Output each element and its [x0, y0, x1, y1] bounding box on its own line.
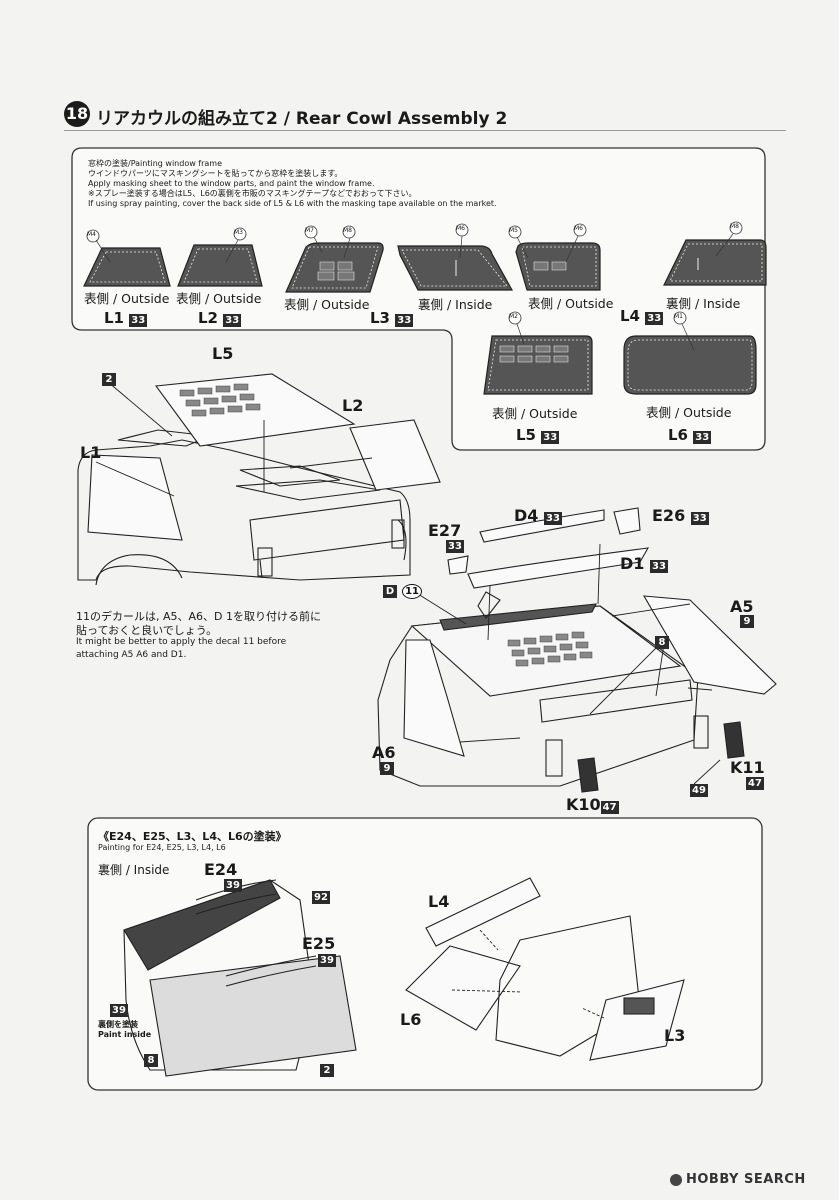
mask-m4-label: M4: [87, 231, 96, 238]
part-l1-label: L1 33: [104, 309, 148, 327]
label-part-2: 2: [102, 373, 116, 386]
l1-window-outline: [87, 454, 183, 541]
paint-panel-inside: 裏側 / Inside: [98, 863, 170, 877]
a6-spoiler-outline: [403, 639, 465, 757]
l4-window-outline: [425, 877, 541, 947]
l3-side-label: 表側 / Outside: [284, 297, 370, 312]
mask-m1-label: M1: [674, 313, 683, 320]
header-rule: [64, 130, 786, 131]
e26-part: [613, 507, 641, 535]
l2-side-label: 表側 / Outside: [176, 291, 262, 306]
paint-panel-heading: 《E24、E25、L3、L4、L6の塗装》: [98, 830, 287, 843]
mask-m8-label: M8: [343, 227, 352, 234]
a5-spoiler-outline: [642, 595, 777, 695]
part-l3-label: L3 33: [370, 309, 414, 327]
k11-lens: [723, 721, 745, 759]
label-a5: A5: [730, 597, 754, 616]
label-k11-qty: 47: [746, 777, 764, 790]
window-l6-shape: [623, 335, 757, 395]
step-title: リアカウルの組み立て2 / Rear Cowl Assembly 2: [96, 109, 508, 129]
left-tail-light-upper: [257, 547, 273, 577]
label-e25-qty: 39: [318, 954, 336, 967]
label-e27: E27: [428, 521, 462, 540]
l4-outside-label: 表側 / Outside: [528, 296, 614, 311]
decal-note-jp-2: 貼っておくと良いでしょう。: [76, 624, 218, 637]
decal-note-jp-1: 11のデカールは, A5、A6、D 1を取り付ける前に: [76, 610, 322, 623]
mask-m2-label: M2: [509, 313, 518, 320]
window-panel-jp-2: ※スプレー塗装する場合はL5、L6の裏側を市販のマスキングテープなどでおおって下…: [88, 189, 417, 198]
label-l2: L2: [342, 396, 364, 415]
mask-m3-label: M3: [234, 229, 243, 236]
part-l2-label: L2 33: [198, 309, 242, 327]
l3-inside-label: 裏側 / Inside: [418, 297, 493, 312]
decal-note-en-1: It might be better to apply the decal 11…: [76, 637, 287, 647]
step-number: 18: [64, 101, 90, 127]
label-l5: L5: [212, 344, 234, 363]
part-l4-label: L4 33: [620, 307, 664, 325]
window-panel-jp-1: ウインドウパーツにマスキングシートを貼ってから窓枠を塗装します。: [88, 169, 343, 178]
window-l1-shape: [83, 247, 171, 287]
label-a6: A6: [372, 743, 396, 762]
label-bottom-8: 8: [144, 1054, 158, 1067]
label-e26: E26 33: [652, 506, 709, 525]
label-k11: K11: [730, 758, 765, 777]
mask-m8b-label: M8: [730, 223, 739, 230]
l2-panel-outline: [349, 419, 441, 491]
label-paint-qty: 39: [110, 1004, 128, 1017]
mask-m7-label: M7: [305, 227, 314, 234]
decal-note-en-2: attaching A5 A6 and D1.: [76, 650, 187, 660]
label-e24-qty: 39: [224, 879, 242, 892]
l6-window-outline: [405, 945, 521, 1031]
label-e24: E24: [204, 860, 238, 879]
label-part-49: 49: [690, 784, 708, 797]
k10-light-outline: [545, 739, 563, 777]
label-l1: L1: [80, 443, 102, 462]
label-bottom-l4: L4: [428, 892, 450, 911]
mask-m5-label: M5: [509, 227, 518, 234]
hobby-search-logo-icon: [670, 1173, 682, 1186]
mask-m6b-label: M6: [574, 225, 583, 232]
mask-m6-label: M6: [456, 225, 465, 232]
lower-body-outline: [377, 605, 699, 787]
upper-body-outline: [77, 439, 411, 581]
hobby-search-watermark: HOBBY SEARCH: [670, 1172, 806, 1187]
window-l2-shape: [177, 244, 263, 287]
l4-inside-label: 裏側 / Inside: [666, 296, 741, 311]
l3-window-outline: [589, 979, 685, 1061]
paint-panel-subheading: Painting for E24, E25, L3, L4, L6: [98, 843, 226, 852]
part-l6-label: L6 33: [668, 426, 712, 444]
label-paint-en: Paint inside: [98, 1030, 152, 1039]
label-decal: D 11: [383, 579, 423, 599]
label-part-8: 8: [655, 636, 669, 649]
k10-lens: [577, 757, 599, 793]
window-panel-heading: 窓枠の塗装/Painting window frame: [88, 159, 223, 168]
label-paint-jp: 裏側を塗装: [98, 1020, 138, 1029]
label-bottom-2: 2: [320, 1064, 334, 1077]
e27-part: [447, 555, 469, 575]
label-a6-qty: 9: [380, 762, 394, 775]
label-d1: D1 33: [620, 554, 668, 573]
label-a5-qty: 9: [740, 615, 754, 628]
window-l3-shape: [285, 242, 384, 293]
label-e27-qty: 33: [446, 540, 464, 553]
window-l4-inside-shape: [663, 239, 767, 286]
l5-side-label: 表側 / Outside: [492, 406, 578, 421]
label-bottom-l3: L3: [664, 1026, 686, 1045]
label-92: 92: [312, 891, 330, 904]
l1-side-label: 表側 / Outside: [84, 291, 170, 306]
window-panel-en-1: Apply masking sheet to the window parts,…: [88, 179, 375, 188]
window-panel-en-2: If using spray painting, cover the back …: [88, 199, 497, 208]
label-e25: E25: [302, 934, 336, 953]
d1-wing-outline: [467, 547, 650, 589]
part-l5-label: L5 33: [516, 426, 560, 444]
l6-side-label: 表側 / Outside: [646, 405, 732, 420]
label-d4: D4 33: [514, 506, 562, 525]
label-bottom-l6: L6: [400, 1010, 422, 1029]
